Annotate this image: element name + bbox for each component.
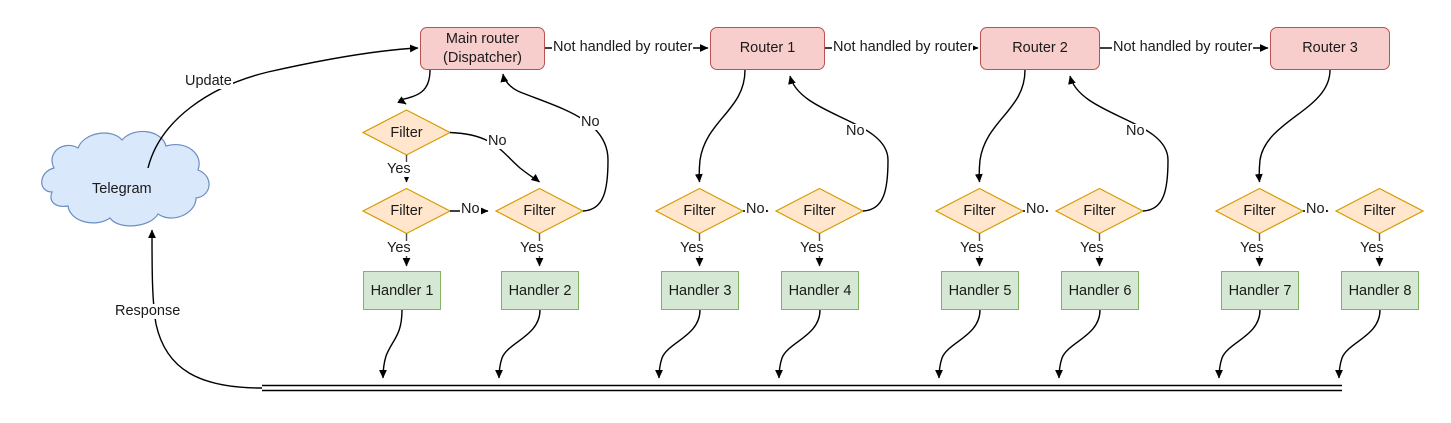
edge-label-no-filter-h: No bbox=[1305, 201, 1326, 217]
edge-router2-to-filter-f bbox=[974, 69, 1026, 183]
handler-4-label: Handler 4 bbox=[788, 282, 852, 299]
edge-label-response: Response bbox=[114, 303, 182, 319]
edge-telegram-to-main bbox=[147, 44, 419, 169]
edge-label-not-handled-1: Not handled by router bbox=[552, 39, 694, 55]
filter-g-label[interactable]: Filter bbox=[1083, 203, 1116, 219]
handler-2-label: Handler 2 bbox=[508, 282, 572, 299]
edge-handler8-to-bus bbox=[1335, 309, 1381, 379]
filter-i-shape bbox=[1334, 187, 1425, 235]
edge-label-yes-filter-h: Yes bbox=[1239, 240, 1265, 256]
edge-label-no-filter-e: No bbox=[845, 123, 866, 139]
handler-5-label: Handler 5 bbox=[948, 282, 1012, 299]
edge-handler1-to-bus bbox=[379, 309, 403, 379]
filter-a-label[interactable]: Filter bbox=[390, 124, 423, 141]
handler-8-label: Handler 8 bbox=[1348, 282, 1412, 299]
edge-label-no-filter-d: No bbox=[745, 201, 766, 217]
router-3-label: Router 3 bbox=[1302, 40, 1358, 57]
handler-3-label: Handler 3 bbox=[668, 282, 732, 299]
filter-c-label[interactable]: Filter bbox=[523, 203, 556, 219]
edge-handler7-to-bus bbox=[1215, 309, 1261, 379]
handler-6-node[interactable]: Handler 6 bbox=[1061, 271, 1139, 310]
handler-6-label: Handler 6 bbox=[1068, 282, 1132, 299]
filter-h-label[interactable]: Filter bbox=[1243, 203, 1276, 219]
router-1-node[interactable]: Router 1 bbox=[710, 27, 825, 70]
edge-label-yes-filter-g: Yes bbox=[1079, 240, 1105, 256]
handler-2-node[interactable]: Handler 2 bbox=[501, 271, 579, 310]
edge-label-yes-filter-c: Yes bbox=[519, 240, 545, 256]
main-router-label-line1: Main router bbox=[445, 31, 520, 48]
telegram-cloud-label: Telegram bbox=[92, 181, 152, 197]
handler-5-node[interactable]: Handler 5 bbox=[941, 271, 1019, 310]
handler-8-node[interactable]: Handler 8 bbox=[1341, 271, 1419, 310]
edge-label-no-filter-b: No bbox=[460, 201, 481, 217]
edge-handler2-to-bus bbox=[495, 309, 541, 379]
edge-label-yes-filter-b: Yes bbox=[386, 240, 412, 256]
edge-filter-a-no-filter-c bbox=[449, 131, 540, 183]
router-2-label: Router 2 bbox=[1012, 40, 1068, 57]
edge-label-no-filter-a: No bbox=[487, 133, 508, 149]
edge-label-update: Update bbox=[184, 73, 233, 89]
edge-handler3-to-bus bbox=[655, 309, 701, 379]
filter-f-label[interactable]: Filter bbox=[963, 203, 996, 219]
edge-router1-to-filter-d bbox=[694, 69, 746, 183]
edge-label-yes-filter-a: Yes bbox=[386, 161, 412, 177]
edge-response-to-telegram bbox=[148, 229, 263, 389]
filter-i-label[interactable]: Filter bbox=[1363, 203, 1396, 219]
router-2-node[interactable]: Router 2 bbox=[980, 27, 1100, 70]
filter-b-label[interactable]: Filter bbox=[390, 203, 423, 219]
edge-handler6-to-bus bbox=[1055, 309, 1101, 379]
handler-3-node[interactable]: Handler 3 bbox=[661, 271, 739, 310]
handler-4-node[interactable]: Handler 4 bbox=[781, 271, 859, 310]
edge-label-yes-filter-e: Yes bbox=[799, 240, 825, 256]
handler-1-label: Handler 1 bbox=[370, 282, 434, 299]
edge-label-not-handled-3: Not handled by router bbox=[1112, 39, 1254, 55]
response-bus-line bbox=[262, 384, 1342, 392]
filter-e-label[interactable]: Filter bbox=[803, 203, 836, 219]
edge-handler5-to-bus bbox=[935, 309, 981, 379]
edge-label-no-filter-g: No bbox=[1125, 123, 1146, 139]
handler-1-node[interactable]: Handler 1 bbox=[363, 271, 441, 310]
main-router-label-line2: (Dispatcher) bbox=[443, 49, 522, 66]
edge-label-yes-filter-i: Yes bbox=[1359, 240, 1385, 256]
edge-main-to-filter-a bbox=[397, 69, 431, 105]
filter-d-label[interactable]: Filter bbox=[683, 203, 716, 219]
handler-7-label: Handler 7 bbox=[1228, 282, 1292, 299]
edge-handler4-to-bus bbox=[775, 309, 821, 379]
edge-label-no-filter-c: No bbox=[580, 114, 601, 130]
edge-filter-c-no-main bbox=[500, 73, 609, 212]
edge-label-no-filter-f: No bbox=[1025, 201, 1046, 217]
telegram-cloud-shape bbox=[41, 130, 210, 227]
filter-diamond-shapes bbox=[361, 109, 1425, 235]
router-3-node[interactable]: Router 3 bbox=[1270, 27, 1390, 70]
edge-label-not-handled-2: Not handled by router bbox=[832, 39, 974, 55]
edge-router3-to-filter-h bbox=[1254, 69, 1331, 183]
main-router-node[interactable]: Main router (Dispatcher) bbox=[420, 27, 545, 70]
handler-7-node[interactable]: Handler 7 bbox=[1221, 271, 1299, 310]
edge-label-yes-filter-f: Yes bbox=[959, 240, 985, 256]
edge-label-yes-filter-d: Yes bbox=[679, 240, 705, 256]
router-1-label: Router 1 bbox=[739, 40, 796, 57]
edge-filter-e-no-router1 bbox=[788, 75, 889, 212]
edge-filter-g-no-router2 bbox=[1068, 75, 1169, 212]
